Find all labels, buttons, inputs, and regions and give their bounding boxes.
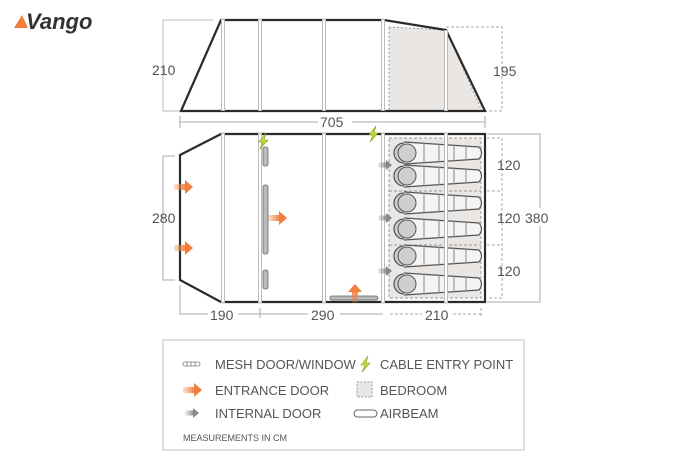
bedroom-icon bbox=[356, 381, 373, 398]
bedroom-width: 120 bbox=[497, 263, 521, 279]
total-length: 705 bbox=[320, 114, 344, 130]
legend: MESH DOOR/WINDOW ENTRANCE DOOR INTERNAL … bbox=[162, 339, 525, 451]
floor-plan: 280 120 120 120 380 190 290 210 bbox=[152, 125, 549, 323]
measurements-note: MEASUREMENTS IN CM bbox=[183, 433, 287, 443]
bedroom-width: 120 bbox=[497, 157, 521, 173]
bedroom-width: 120 bbox=[497, 210, 521, 226]
legend-bedroom: BEDROOM bbox=[380, 383, 447, 398]
legend-airbeam: AIRBEAM bbox=[380, 406, 439, 421]
side-height-right: 195 bbox=[493, 63, 517, 79]
total-width: 380 bbox=[525, 210, 549, 226]
side-view: 210 195 705 bbox=[152, 18, 517, 130]
logo-triangle-icon bbox=[14, 15, 28, 28]
legend-cable: CABLE ENTRY POINT bbox=[380, 357, 513, 372]
cable-entry-icon bbox=[368, 125, 379, 143]
side-outline bbox=[179, 18, 487, 113]
legend-mesh: MESH DOOR/WINDOW bbox=[215, 357, 357, 372]
logo-text: Vango bbox=[26, 9, 92, 34]
section-length: 190 bbox=[210, 307, 234, 323]
section-length: 210 bbox=[425, 307, 449, 323]
front-width: 280 bbox=[152, 210, 176, 226]
vango-logo: Vango bbox=[14, 9, 92, 34]
section-length: 290 bbox=[311, 307, 335, 323]
entrance-door-arrow bbox=[174, 180, 193, 194]
side-height-left: 210 bbox=[152, 62, 176, 78]
entrance-door-arrow bbox=[174, 241, 193, 255]
side-bedroom-area bbox=[388, 26, 483, 112]
legend-internal: INTERNAL DOOR bbox=[215, 406, 321, 421]
airbeam-icon bbox=[353, 409, 378, 418]
legend-entrance: ENTRANCE DOOR bbox=[215, 383, 329, 398]
entrance-door-arrow bbox=[268, 211, 287, 225]
mesh-icon bbox=[182, 361, 201, 367]
